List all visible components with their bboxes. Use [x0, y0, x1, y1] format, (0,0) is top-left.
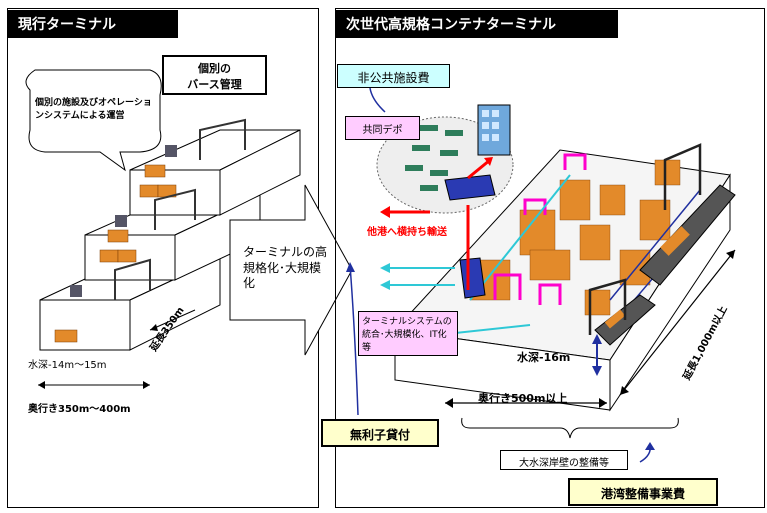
next-gen-terminal-title: 次世代高規格コンテナターミナル	[336, 10, 618, 38]
transport-label: 他港へ横持ち輸送	[367, 227, 447, 238]
individual-berth-badge: 個別の バース管理	[162, 55, 267, 95]
next-gen-terminal-panel	[335, 8, 765, 508]
individual-operation-bubble: 個別の施設及びオペレーションシステムによる運営	[35, 98, 152, 121]
shared-depot-label: 共同デポ	[345, 116, 420, 140]
individual-berth-label: 個別の バース管理	[187, 62, 242, 91]
current-depth-label: 水深-14m～15m	[28, 360, 107, 371]
deep-berth-box: 大水深岸壁の整備等	[500, 450, 628, 470]
private-facility-cost-box: 非公共施設費	[337, 64, 450, 88]
next-gen-depth-label: 水深-16m	[517, 351, 571, 364]
upgrade-arrow-text: ターミナルの高規格化･大規模化	[243, 245, 328, 291]
terminal-system-box: ターミナルシステムの統合･大規模化、IT化等	[358, 311, 458, 356]
next-gen-width-label: 奥行き500m以上	[478, 392, 568, 405]
current-width-label: 奥行き350m～400m	[28, 404, 131, 415]
current-terminal-title: 現行ターミナル	[8, 10, 178, 38]
interest-free-loan-box: 無利子貸付	[321, 419, 439, 447]
harbor-project-cost-box: 港湾整備事業費	[568, 478, 718, 506]
